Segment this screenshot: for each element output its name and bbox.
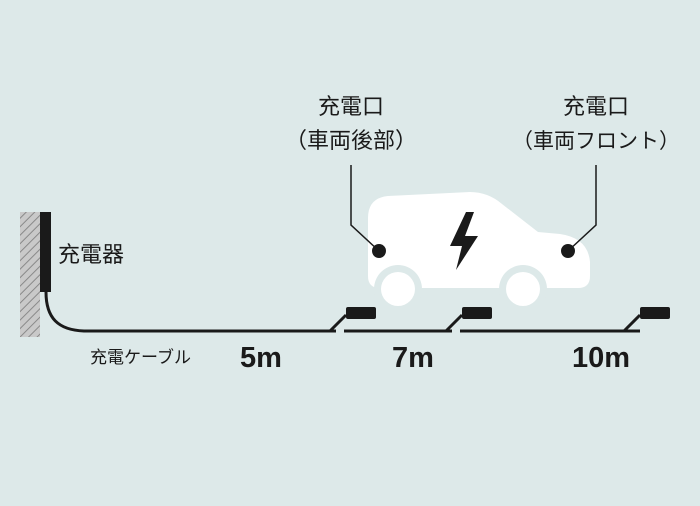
plug-5m	[328, 307, 376, 333]
plug-10m	[622, 307, 670, 333]
charger-unit	[40, 212, 51, 292]
plug-7m	[444, 307, 492, 333]
rear-port-label-line1: 充電口	[317, 95, 384, 120]
charger-label: 充電器	[58, 243, 125, 268]
wall	[20, 212, 40, 337]
rear-port-leader	[350, 165, 380, 252]
distance-5m: 5m	[240, 342, 282, 374]
distance-10m: 10m	[572, 342, 631, 374]
front-port-label-line2: （車両フロント）	[512, 129, 680, 153]
front-port-leader	[567, 165, 597, 252]
rear-port-label-line2: （車両後部）	[284, 129, 417, 154]
distance-7m: 7m	[392, 342, 434, 374]
front-port-label-line1: 充電口	[562, 95, 629, 120]
ev-car-icon	[368, 192, 590, 313]
charging-cable-line	[44, 291, 640, 333]
lightning-bolt-icon	[450, 212, 478, 270]
cable-label: 充電ケーブル	[90, 348, 191, 368]
